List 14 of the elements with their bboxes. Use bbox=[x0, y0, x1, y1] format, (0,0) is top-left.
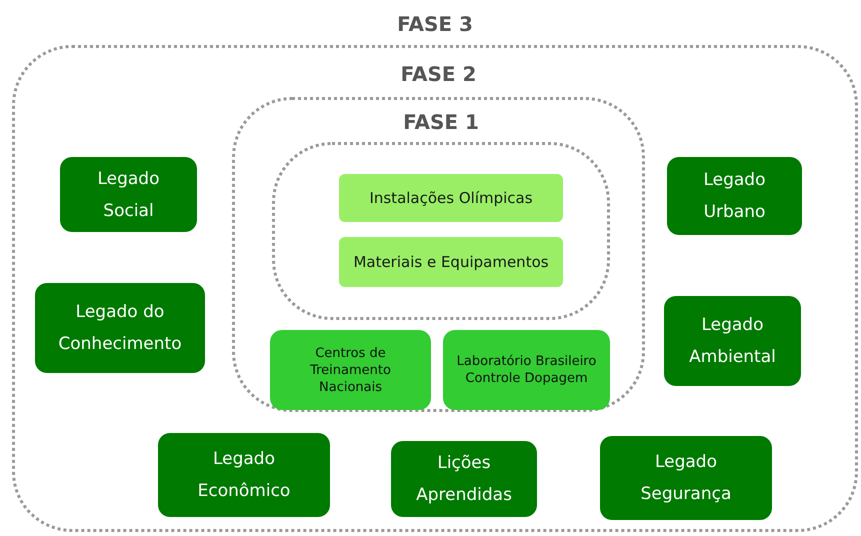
legacy-box: Lições Aprendidas bbox=[391, 441, 537, 517]
phase-heading: FASE 1 bbox=[403, 109, 479, 136]
legacy-box: Legado do Conhecimento bbox=[35, 283, 205, 373]
phase-heading: FASE 3 bbox=[397, 11, 473, 38]
legacy-box: Legado Econômico bbox=[158, 433, 330, 517]
legacy-box: Legado Social bbox=[60, 157, 197, 232]
legacy-box: Legado Segurança bbox=[600, 436, 772, 520]
legacy-box: Laboratório Brasileiro Controle Dopagem bbox=[443, 330, 610, 410]
legacy-box: Materiais e Equipamentos bbox=[339, 237, 563, 287]
phase-heading: FASE 2 bbox=[400, 61, 476, 88]
legacy-box: Instalações Olímpicas bbox=[339, 174, 563, 222]
legacy-box: Legado Ambiental bbox=[664, 296, 801, 386]
legacy-box: Legado Urbano bbox=[667, 157, 802, 235]
legacy-box: Centros de Treinamento Nacionais bbox=[270, 330, 431, 410]
